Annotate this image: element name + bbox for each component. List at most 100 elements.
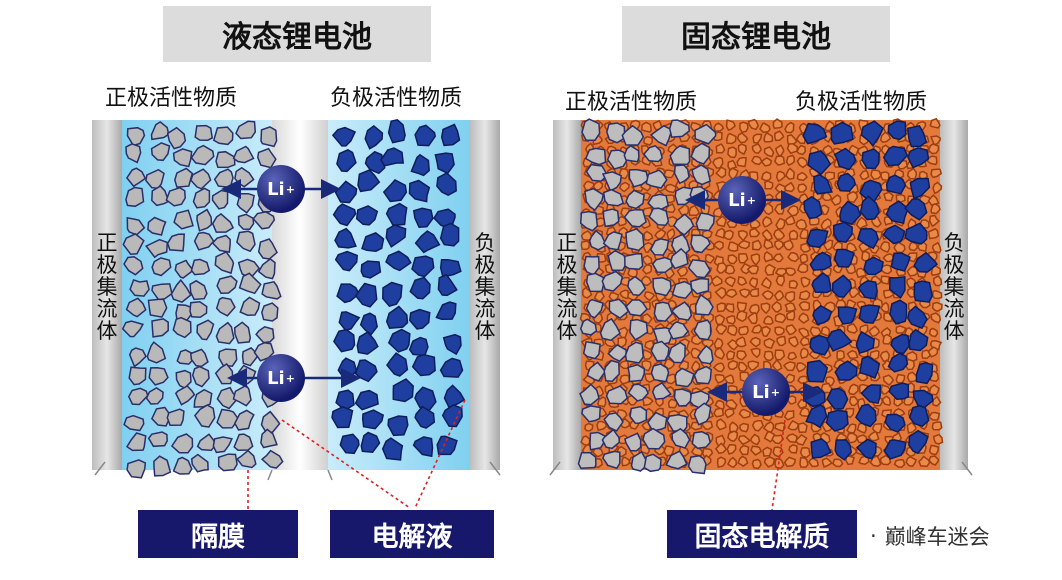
particle — [860, 384, 882, 405]
particle — [740, 262, 752, 275]
particle — [189, 279, 208, 301]
particle — [887, 120, 907, 141]
particle — [826, 387, 849, 410]
particle — [190, 168, 212, 190]
particle — [749, 227, 761, 238]
particle — [602, 188, 625, 207]
particle — [608, 298, 630, 320]
particle — [880, 301, 890, 313]
particle — [826, 328, 853, 352]
particle — [785, 267, 797, 276]
liquid-ion-bottom: Li+ — [257, 354, 305, 402]
particle — [724, 408, 735, 419]
particle — [738, 325, 749, 336]
particle — [216, 275, 238, 294]
particle — [820, 325, 831, 337]
particle — [749, 218, 761, 229]
particle — [601, 171, 623, 192]
particle — [332, 203, 357, 227]
particle — [715, 215, 727, 228]
particle — [667, 341, 686, 364]
particle — [627, 383, 649, 402]
particle — [385, 250, 412, 272]
particle — [825, 409, 849, 432]
particle — [762, 446, 773, 457]
liquid-anode-collector — [470, 120, 500, 470]
particle — [385, 305, 409, 329]
particle — [883, 439, 907, 460]
particle — [361, 409, 385, 430]
particle — [331, 126, 357, 147]
particle — [216, 386, 239, 410]
solid-anode-material-label: 负极活性物质 — [795, 90, 928, 115]
particle — [762, 215, 773, 228]
liquid-ion-top: Li+ — [257, 165, 305, 213]
particle — [237, 213, 255, 230]
particle — [888, 382, 910, 400]
particle — [855, 267, 868, 278]
particle — [196, 208, 213, 232]
particle — [880, 171, 890, 181]
particle — [788, 229, 799, 240]
particle — [442, 333, 462, 356]
particle — [441, 404, 463, 428]
particle — [906, 124, 928, 148]
particle — [750, 445, 763, 456]
particle — [807, 150, 832, 176]
particle — [414, 124, 436, 147]
particle — [846, 190, 859, 204]
particle — [929, 117, 941, 129]
particle — [581, 118, 601, 141]
ion-label: Li — [728, 189, 746, 211]
particle — [807, 457, 820, 468]
particle — [411, 255, 435, 278]
particle — [239, 296, 261, 316]
particle — [913, 280, 933, 303]
particle — [774, 155, 786, 166]
particle — [716, 418, 727, 431]
particle — [359, 312, 379, 336]
particle — [867, 430, 880, 442]
particle — [672, 213, 695, 236]
particle — [895, 373, 906, 384]
particle — [645, 169, 668, 189]
particle — [128, 347, 147, 368]
particle — [687, 259, 711, 279]
particle — [771, 434, 785, 445]
particle — [151, 318, 169, 338]
particle — [151, 185, 170, 207]
particle — [788, 443, 798, 454]
particle — [696, 344, 714, 365]
particle — [691, 430, 712, 450]
particle — [238, 272, 262, 295]
particle — [883, 191, 895, 202]
particle — [648, 207, 670, 226]
particle — [832, 458, 844, 468]
particle — [784, 121, 795, 134]
particle — [796, 171, 808, 182]
particle — [927, 143, 940, 155]
particle — [713, 347, 726, 360]
particle — [782, 361, 796, 372]
particle — [820, 204, 830, 216]
particle — [601, 428, 621, 450]
particle — [166, 233, 185, 252]
particle — [189, 301, 208, 318]
particle — [662, 169, 676, 179]
particle — [799, 347, 809, 359]
particle — [596, 420, 608, 431]
particle — [414, 230, 441, 254]
particle — [713, 122, 725, 132]
particle — [218, 348, 238, 367]
particle — [641, 396, 654, 407]
particle — [803, 195, 823, 220]
particle — [763, 238, 774, 250]
particle — [932, 395, 942, 407]
particle — [871, 423, 883, 434]
particle — [644, 340, 655, 351]
particle — [170, 278, 192, 303]
particle — [885, 174, 907, 195]
particle — [257, 238, 278, 260]
particle — [724, 264, 736, 275]
particle — [579, 318, 598, 336]
